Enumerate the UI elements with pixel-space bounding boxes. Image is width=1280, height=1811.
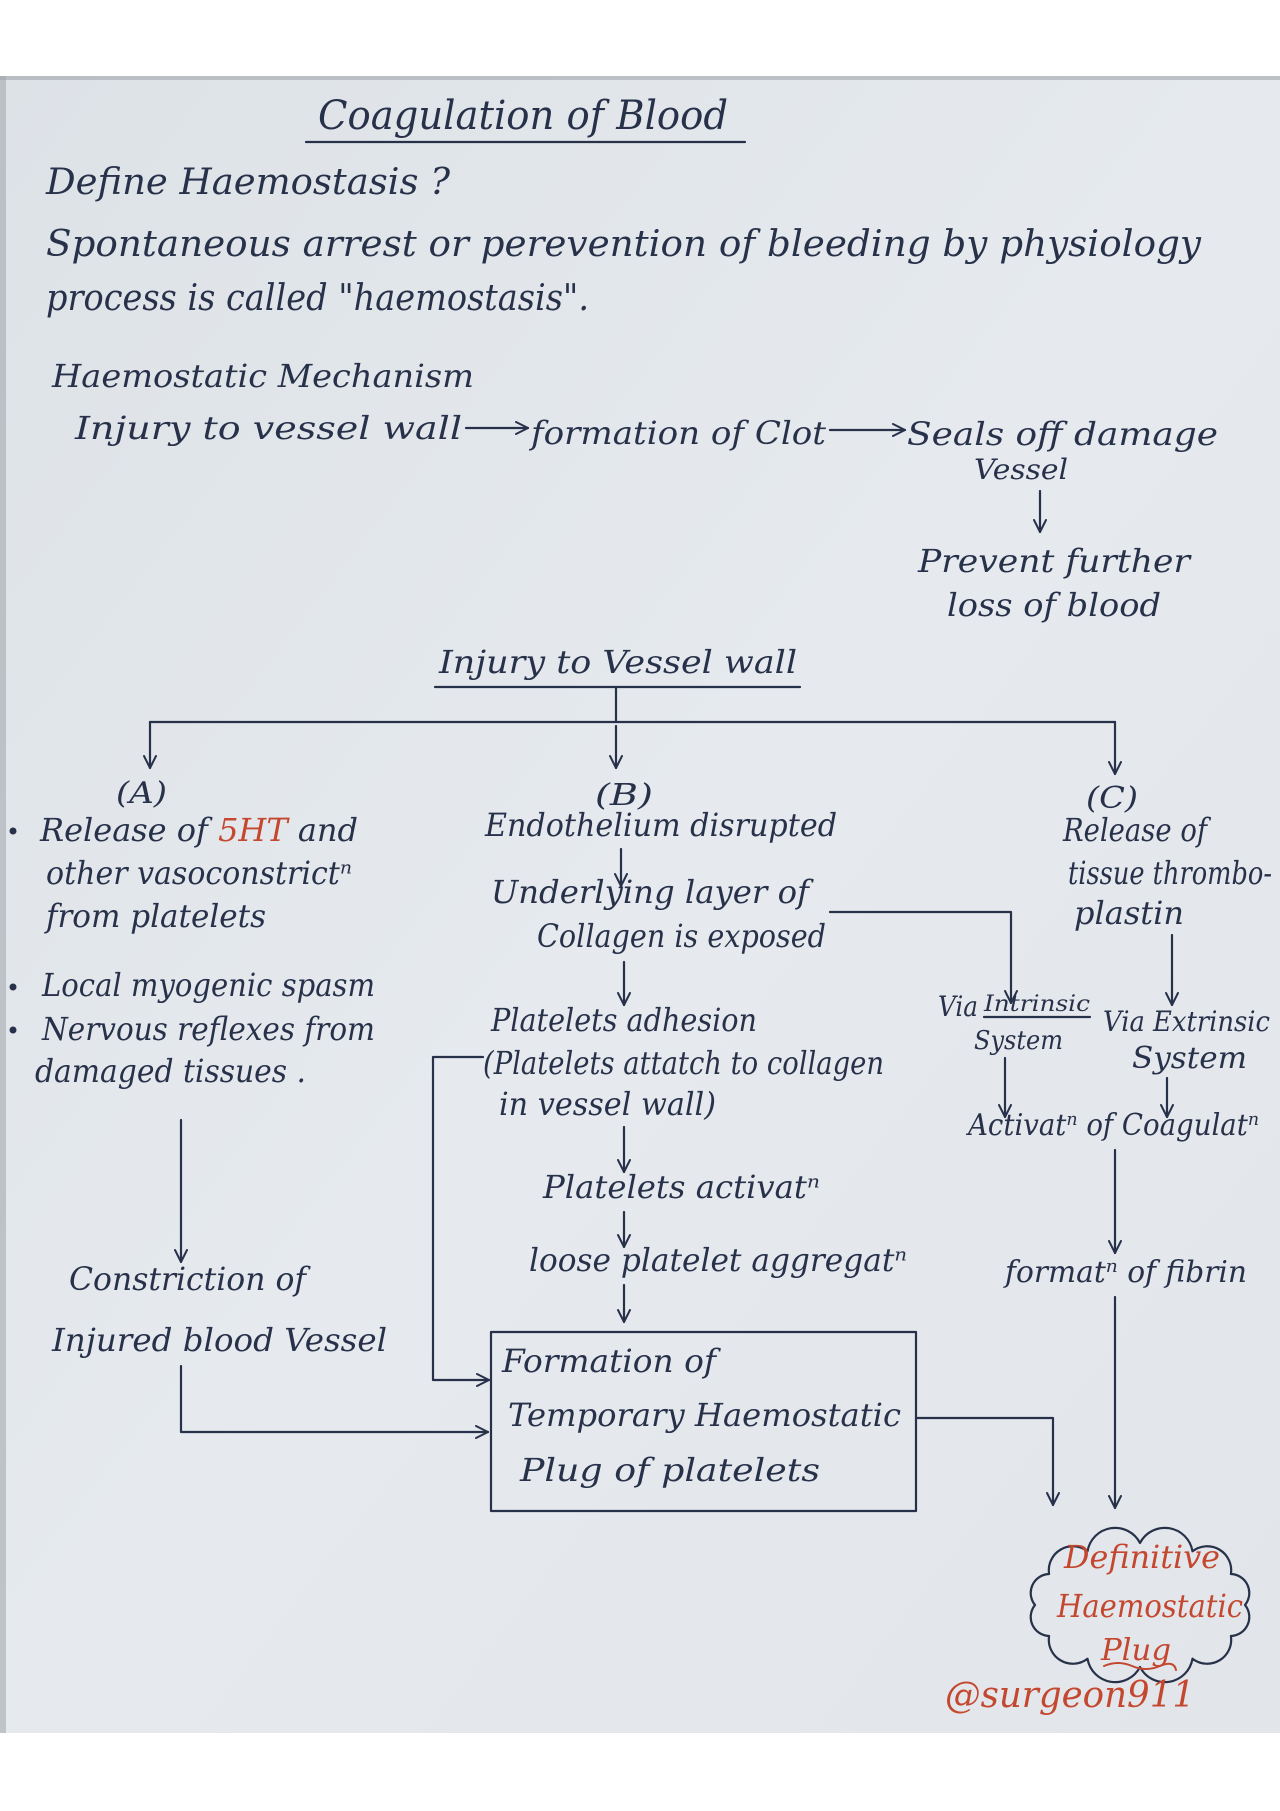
branch-c-step: Release of [1062, 811, 1211, 849]
branch-a-outcome: Constriction of [69, 1260, 311, 1298]
intrinsic-via: Via [938, 990, 978, 1023]
release-prefix: Release of [39, 811, 218, 849]
bullet-dot [9, 983, 17, 991]
coagulation-activation: Activatⁿ of Coagulatⁿ [965, 1108, 1259, 1143]
definitive-plug-text: Plug [1100, 1633, 1171, 1668]
branch-c-step: tissue thrombo- [1068, 854, 1272, 892]
temporary-plug-text: Plug of platelets [519, 1451, 820, 1489]
branch-a-spasm: Local myogenic spasm [41, 966, 375, 1004]
branch-a-text: other vasoconstrictⁿ [46, 854, 352, 892]
branch-b-step: Endothelium disrupted [484, 806, 837, 844]
branch-a-reflex: Nervous reflexes from [41, 1010, 375, 1048]
mechanism-step: Injury to vessel wall [74, 409, 462, 447]
mechanism-heading: Haemostatic Mechanism [51, 357, 474, 395]
fibrin-formation: formatⁿ of fibrin [1003, 1255, 1247, 1290]
paper-sheet [0, 76, 1280, 1733]
constriction-to-plug-arrow [179, 1364, 490, 1439]
branch-b-step: Underlying layer of [491, 873, 814, 911]
author-credit: @surgeon911 [945, 1675, 1195, 1716]
branch-a-release-line: Release of 5HT and [39, 811, 358, 849]
plug-scribble [1103, 1662, 1177, 1671]
mechanism-step-continued: Vessel [974, 453, 1068, 486]
definition-answer-line: process is called "haemostasis". [46, 278, 589, 319]
branch-a-reflex: damaged tissues . [35, 1052, 306, 1090]
paper-left-edge [0, 76, 6, 1733]
branch-b-step: in vessel wall) [499, 1085, 716, 1123]
branch-b-step: loose platelet aggregatⁿ [529, 1241, 907, 1279]
temporary-plug-text: Temporary Haemostatic [508, 1396, 901, 1434]
release-suffix: and [288, 811, 358, 849]
temporary-plug-box [489, 1330, 918, 1513]
extrinsic-label: Via Extrinsic [1103, 1005, 1270, 1038]
branch-a-label: (A) [116, 776, 167, 811]
collagen-to-intrinsic-arrow [828, 910, 1018, 1005]
flowchart-root: Injury to Vessel wall [438, 643, 797, 681]
mechanism-result: Prevent further [917, 542, 1192, 580]
branch-a-outcome: Injured blood Vessel [51, 1321, 387, 1359]
definition-question: Define Haemostasis ? [45, 162, 451, 203]
mechanism-result: loss of blood [947, 586, 1161, 624]
bullet-dot [9, 1026, 17, 1034]
intrinsic-name: Intrinsic [983, 992, 1090, 1017]
definitive-plug-text: Definitive [1063, 1538, 1220, 1576]
branch-c-step: plastin [1074, 894, 1184, 932]
branch-b-step: Collagen is exposed [537, 917, 826, 955]
definition-answer-line: Spontaneous arrest or perevention of ble… [46, 224, 1202, 265]
mechanism-step: Seals off damage [907, 415, 1218, 453]
definitive-plug-text: Haemostatic [1056, 1587, 1243, 1625]
branch-c-label: (C) [1086, 781, 1138, 816]
paper-top-edge [0, 76, 1280, 80]
definitive-plug-cloud [1029, 1526, 1251, 1684]
branch-b-step: Platelets activatⁿ [542, 1168, 820, 1206]
adhesion-to-plug-arrow [431, 1055, 491, 1387]
page-title: Coagulation of Blood [318, 93, 728, 139]
branch-b-step: Platelets adhesion [490, 1001, 757, 1039]
extrinsic-system: System [1132, 1041, 1247, 1076]
branch-b-step: (Platelets attatch to collagen [483, 1044, 884, 1082]
branch-a-text: from platelets [44, 897, 266, 935]
serotonin-highlight: 5HT [218, 811, 290, 849]
mechanism-step: formation of Clot [529, 414, 826, 452]
bullet-dot [9, 827, 17, 835]
plug-to-definitive-arrow [914, 1416, 1060, 1507]
intrinsic-system: System [974, 1026, 1063, 1056]
branch-b-label: (B) [595, 778, 653, 813]
temporary-plug-text: Formation of [501, 1342, 721, 1380]
